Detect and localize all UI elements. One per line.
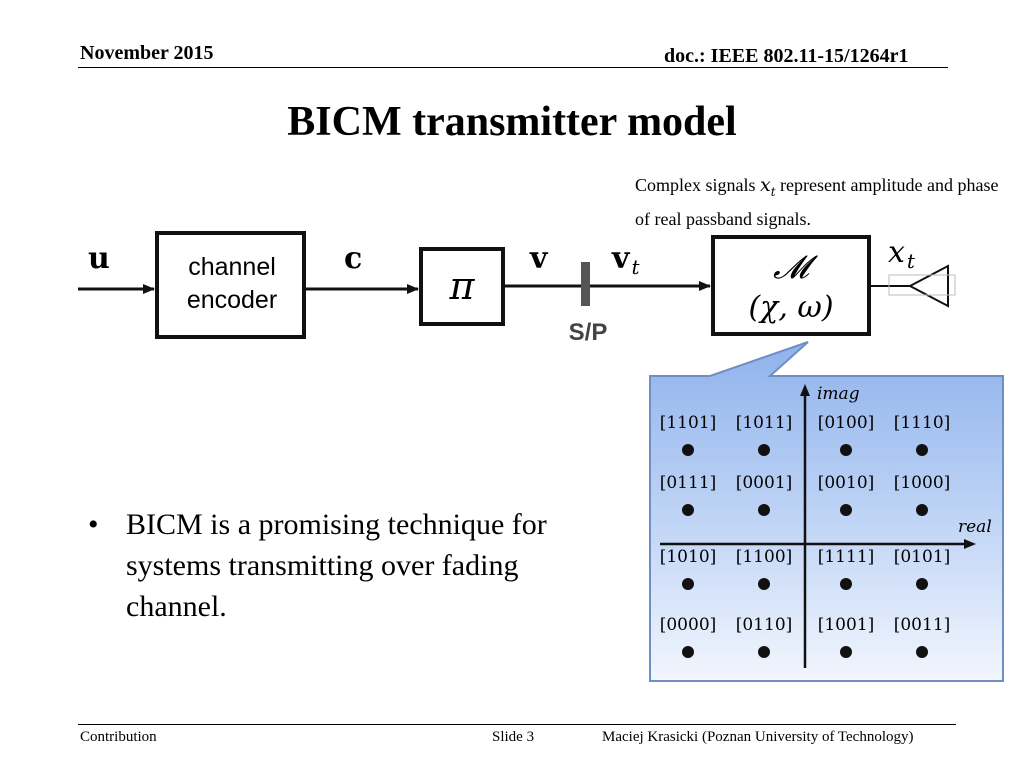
footer-slide-number: Slide 3: [492, 729, 535, 745]
constellation-points: [1101] [1011] [0100] [1110] [0111] [0001] [001…: [660, 413, 951, 658]
constellation-point: [682, 578, 694, 590]
sp-label: S/P: [569, 319, 608, 346]
constellation-point-label: [0110]: [736, 615, 793, 635]
bullet-text: BICM is a promising technique for system…: [126, 508, 547, 623]
vt-base: v: [611, 241, 631, 276]
constellation-point: [682, 646, 694, 658]
constellation-point: [840, 578, 852, 590]
constellation-point: [758, 504, 770, 516]
constellation-point: [758, 646, 770, 658]
caption-math: xt: [760, 174, 776, 199]
bullet-marker: •: [88, 508, 99, 541]
input-label-u: u: [88, 241, 110, 276]
constellation-point: [916, 444, 928, 456]
constellation-point: [916, 504, 928, 516]
callout-bubble: [649, 341, 1004, 682]
sp-bar: [581, 262, 590, 306]
channel-encoder-label: channel encoder: [157, 251, 307, 317]
constellation-point: [840, 504, 852, 516]
caption-before: Complex signals: [635, 175, 760, 195]
codeword-label-c: c: [344, 241, 362, 276]
constellation-point-label: [0011]: [894, 615, 951, 635]
real-axis-label: real: [958, 517, 992, 537]
header-divider: [78, 67, 948, 68]
interleaver-pi: π: [449, 264, 476, 308]
constellation-point-label: [1001]: [818, 615, 875, 635]
antenna-icon: [888, 264, 956, 308]
constellation-point-label: [1100]: [736, 547, 793, 567]
constellation-point-label: [1000]: [894, 473, 951, 493]
encoder-label-line1: channel: [188, 253, 276, 281]
constellation-point: [758, 578, 770, 590]
header-doc-id: doc.: IEEE 802.11-15/1264r1: [664, 45, 909, 67]
constellation-point-label: [0010]: [818, 473, 875, 493]
footer-author: Maciej Krasicki (Poznan University of Te…: [602, 729, 914, 745]
constellation-point-label: [0101]: [894, 547, 951, 567]
caption-text: Complex signals xt represent amplitude a…: [635, 172, 1015, 233]
imag-axis-arrowhead: [800, 384, 810, 396]
footer-divider: [78, 724, 956, 725]
constellation-point-label: [1010]: [660, 547, 717, 567]
constellation-point-label: [1101]: [660, 413, 717, 433]
imag-axis-label: imag: [817, 384, 860, 404]
constellation-point: [840, 646, 852, 658]
constellation-point-label: [1110]: [894, 413, 951, 433]
caption-math-base: x: [760, 174, 771, 196]
constellation-point-label: [1111]: [818, 547, 875, 567]
encoder-label-line2: encoder: [186, 286, 278, 314]
constellation-point-label: [0001]: [736, 473, 793, 493]
slide-title: BICM transmitter model: [287, 99, 737, 145]
constellation-point-label: [0111]: [660, 473, 717, 493]
caption-after: represent amplitude and phase of real pa…: [635, 175, 999, 229]
interleaver-box: [419, 247, 505, 326]
constellation-point: [758, 444, 770, 456]
constellation-point: [840, 444, 852, 456]
constellation-point: [682, 504, 694, 516]
output-base: x: [888, 235, 905, 270]
constellation-point-label: [1011]: [736, 413, 793, 433]
constellation-point: [682, 444, 694, 456]
caption-math-sub: t: [770, 184, 776, 199]
v-label: v: [529, 241, 549, 276]
output-sub: t: [907, 249, 916, 273]
vt-sub: t: [631, 255, 640, 279]
header-date: November 2015: [80, 42, 214, 64]
real-axis-arrowhead: [964, 539, 976, 549]
channel-encoder-box: [155, 231, 306, 339]
constellation-point-label: [0100]: [818, 413, 875, 433]
footer-left: Contribution: [80, 729, 157, 745]
constellation-point-label: [0000]: [660, 615, 717, 635]
constellation-point: [916, 646, 928, 658]
mapper-params: (χ, ω): [748, 290, 833, 325]
constellation-point: [916, 578, 928, 590]
